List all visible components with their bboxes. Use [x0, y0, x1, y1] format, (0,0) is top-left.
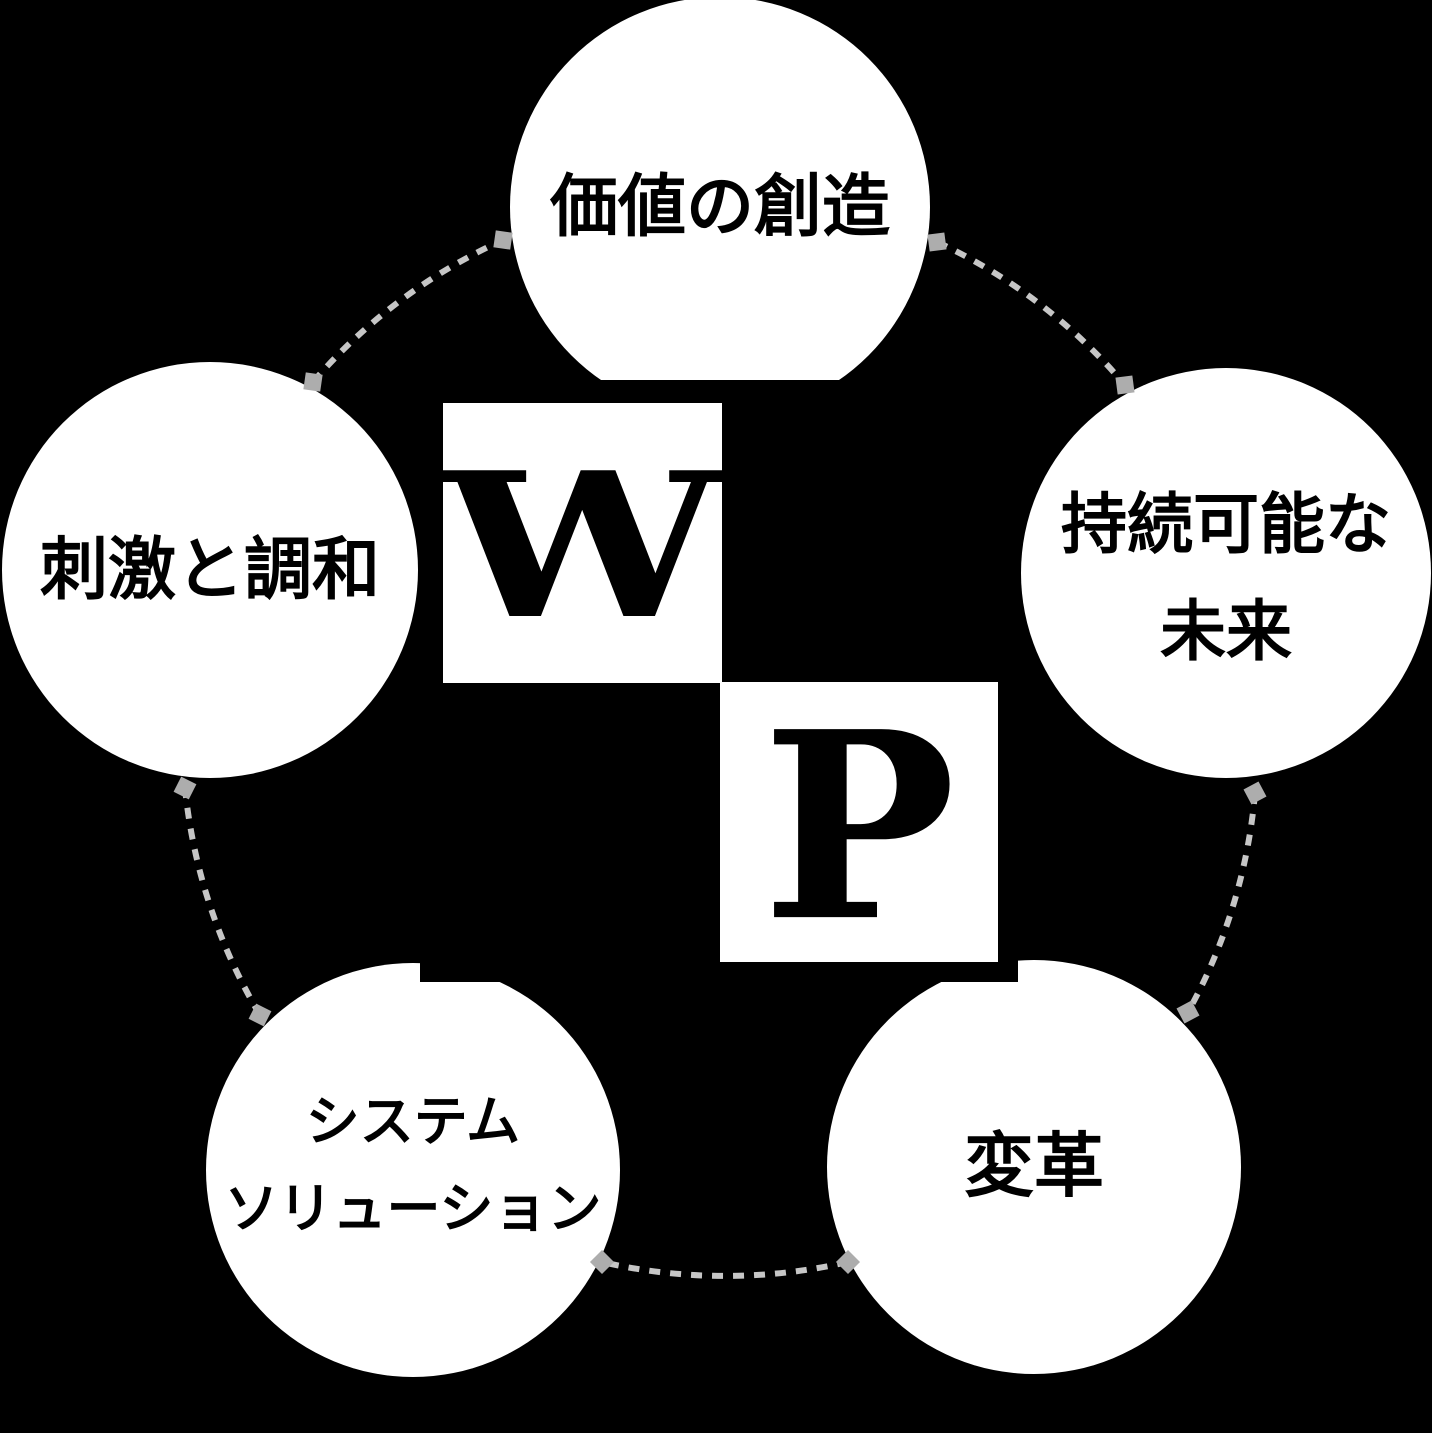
node-stimulus-harmony: 刺激と調和 [2, 362, 418, 778]
node-label: 変革 [964, 1127, 1104, 1206]
connector-diamond-marker [1243, 781, 1267, 805]
connector-left-top [310, 237, 505, 384]
node-sustainable-future: 持続可能な 未来 [1021, 368, 1431, 778]
node-label: 持続可能な [1061, 487, 1391, 562]
connector-right-bottomright [1185, 792, 1258, 1014]
node-label-line2: 未来 [1160, 594, 1292, 668]
connector-diamond-marker [493, 230, 513, 250]
connector-bottomright-bottomleft [601, 1259, 849, 1279]
connector-diamond-marker [927, 232, 947, 252]
node-label-line2: ソリューション [224, 1179, 602, 1239]
connector-bottomleft-left [182, 787, 263, 1017]
node-system-solution: システム ソリューション [206, 963, 620, 1377]
node-transformation: 変革 [827, 960, 1241, 1374]
node-label: 刺激と調和 [39, 531, 380, 608]
monogram-square-p: P [720, 682, 998, 962]
connector-top-right [935, 239, 1128, 387]
monogram-square-w: W [442, 403, 723, 683]
monogram-letter-p: P [761, 675, 956, 979]
node-label: 価値の創造 [549, 168, 890, 245]
node-value-creation: 価値の創造 [510, 0, 930, 417]
node-label: システム [305, 1091, 521, 1152]
connector-diamond-marker [173, 776, 197, 800]
monogram-letter-w: W [442, 429, 723, 664]
